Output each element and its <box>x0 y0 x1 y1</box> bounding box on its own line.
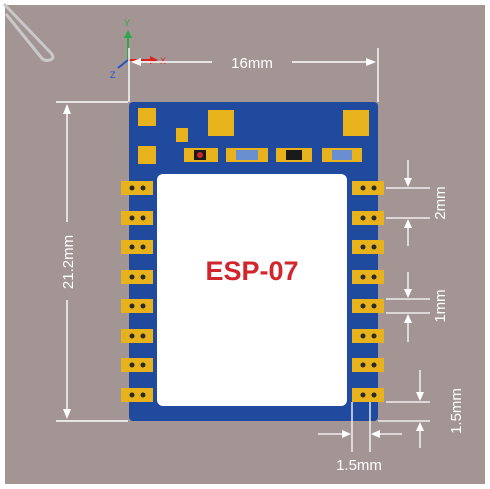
pad-width-dimension <box>386 272 430 342</box>
axis-gizmo-icon: Y X Z <box>110 18 166 80</box>
pad-gap-dimension-label: 1.5mm <box>336 457 382 474</box>
pad-length-dimension <box>378 370 430 448</box>
axis-y-label: Y <box>124 18 130 28</box>
width-dimension <box>128 48 379 102</box>
pitch-dimension <box>386 160 430 246</box>
top-components <box>138 108 369 164</box>
left-pads <box>121 181 153 402</box>
axis-z-label: Z <box>110 70 116 80</box>
pad-gap-dimension <box>318 402 402 452</box>
rf-shield <box>157 174 347 406</box>
height-dimension <box>56 101 128 422</box>
pad-width-dimension-label: 1mm <box>432 289 449 322</box>
pad-length-dimension-label: 1.5mm <box>448 388 465 434</box>
left-pad-holes <box>129 185 146 398</box>
right-pad-holes <box>360 185 377 398</box>
pitch-dimension-label: 2mm <box>432 186 449 219</box>
paperclip-icon <box>2 2 55 62</box>
height-dimension-label: 21.2mm <box>60 235 77 289</box>
module-label: ESP-07 <box>205 256 298 286</box>
width-dimension-label: 16mm <box>231 55 273 72</box>
right-pads <box>352 181 384 402</box>
axis-x-label: X <box>160 56 166 66</box>
